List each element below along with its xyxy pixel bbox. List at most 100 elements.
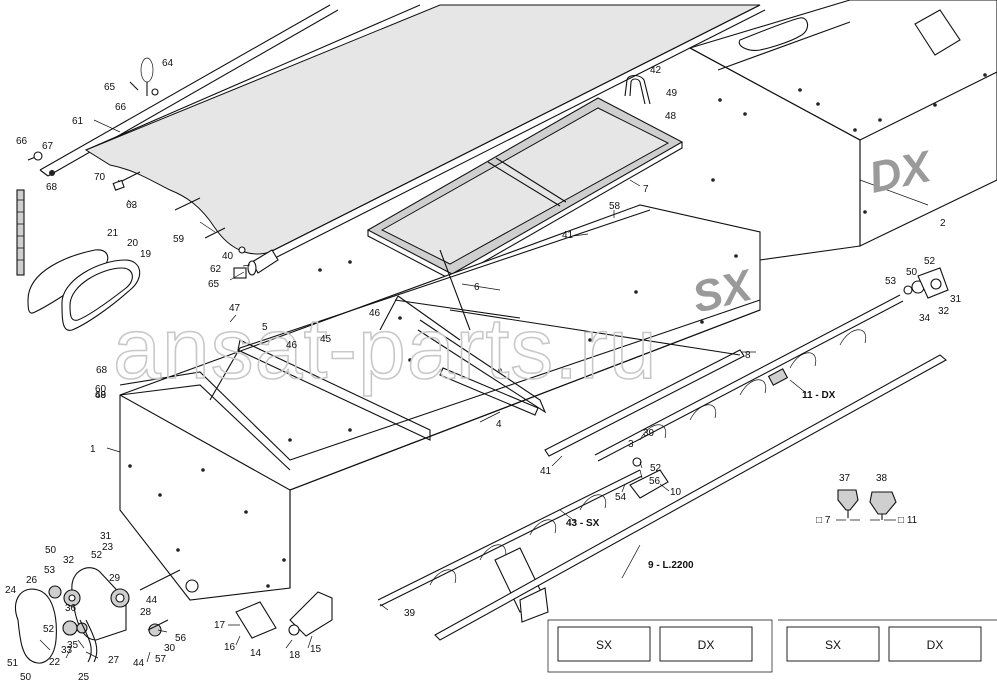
part-label: 59 <box>173 234 185 245</box>
part-label: 50 <box>906 267 918 278</box>
part-label: 23 <box>102 542 114 553</box>
part-label: 16 <box>224 642 236 653</box>
part-label: 64 <box>162 58 174 69</box>
part-label: 44 <box>133 658 145 669</box>
part-label: 42 <box>650 65 662 76</box>
part-label: 22 <box>49 657 61 668</box>
part-label: 45 <box>320 334 332 345</box>
part-label: 56 <box>175 633 187 644</box>
part-label: 11 - DX <box>802 390 836 401</box>
box-dx <box>688 0 997 261</box>
part-label: 44 <box>146 595 158 606</box>
part-label: 67 <box>42 141 54 152</box>
legend-label: DX <box>698 638 715 652</box>
legend: SX DX SX DX <box>547 619 997 673</box>
part-number-labels: 1 2 3 4 5 6 7 8 9 - L.2200 10 11 - DX 14… <box>5 58 962 683</box>
part-label: 56 <box>649 476 661 487</box>
part-label: 68 <box>96 365 108 376</box>
part-label: 18 <box>289 650 301 661</box>
lid-frame <box>366 97 684 281</box>
part-label: 41 <box>540 466 552 477</box>
shaft-9 <box>434 354 947 641</box>
legend-box-dx-2 <box>888 626 982 662</box>
clip-37 <box>836 489 860 521</box>
part-label: 20 <box>127 238 139 249</box>
part-label: 50 <box>20 672 32 683</box>
rod-4 <box>439 367 539 416</box>
part-label: 27 <box>108 655 120 666</box>
part-label: 65 <box>104 82 116 93</box>
part-label: 32 <box>63 555 75 566</box>
part-label: 39 <box>404 608 416 619</box>
part-label: 57 <box>155 654 167 665</box>
bracket-15 <box>289 591 333 637</box>
part-label: 54 <box>615 492 627 503</box>
drive-sprockets <box>48 569 181 663</box>
part-label: 25 <box>78 672 90 683</box>
part-label: 46 <box>369 308 381 319</box>
part-label: 1 <box>90 444 96 455</box>
part-label: 40 <box>222 251 234 262</box>
part-label: 9 - L.2200 <box>648 560 694 571</box>
rod-8 <box>544 349 745 457</box>
tarp-sheet <box>84 4 766 259</box>
strip-70 <box>16 189 25 276</box>
part-label: 53 <box>44 565 56 576</box>
part-label: 4 <box>496 419 502 430</box>
part-label: 46 <box>286 340 298 351</box>
part-label: 26 <box>26 575 38 586</box>
part-label: 5 <box>262 322 268 333</box>
knob-18 <box>288 624 300 636</box>
part-label: 62 <box>210 264 222 275</box>
handle-42 <box>624 74 651 105</box>
part-label: 52 <box>91 550 103 561</box>
legend-label: DX <box>927 638 944 652</box>
part-label: 47 <box>229 303 241 314</box>
part-label: 2 <box>940 218 946 229</box>
part-label: 39 <box>643 428 655 439</box>
part-label: 32 <box>938 306 950 317</box>
plate-14 <box>235 601 277 639</box>
part-label: 52 <box>924 256 936 267</box>
small-pins <box>112 171 247 279</box>
part-label: 17 <box>214 620 226 631</box>
dimension-label-11: □ 11 <box>898 515 918 526</box>
roller-tube <box>247 249 279 276</box>
part-label: 28 <box>140 607 152 618</box>
part-label: 52 <box>650 463 662 474</box>
bracket-10 <box>629 457 669 499</box>
leader-lines <box>39 119 929 663</box>
legend-box-sx-1 <box>557 626 651 662</box>
part-label: 52 <box>43 624 55 635</box>
part-label: 49 <box>666 88 678 99</box>
part-label: 60 <box>95 384 107 395</box>
part-label: 37 <box>839 473 851 484</box>
part-label: 43 - SX <box>566 518 600 529</box>
part-label: 15 <box>310 644 322 655</box>
part-label: 53 <box>885 276 897 287</box>
drive-cover-24 <box>14 588 57 664</box>
legend-box-dx-1 <box>659 626 753 662</box>
part-label: 61 <box>72 116 84 127</box>
part-label: 31 <box>100 531 112 542</box>
cover-end-fittings <box>27 151 55 176</box>
part-label: 50 <box>45 545 57 556</box>
part-label: 31 <box>950 294 962 305</box>
part-label: 36 <box>65 603 77 614</box>
part-label: 8 <box>745 350 751 361</box>
part-label: 24 <box>5 585 17 596</box>
part-label: 30 <box>164 643 176 654</box>
part-label: 41 <box>562 230 574 241</box>
box-sx <box>119 204 761 601</box>
part-label: 51 <box>7 658 19 669</box>
auger-sx <box>377 469 643 623</box>
dx-bearing-group <box>903 267 949 299</box>
part-label: 3 <box>628 439 634 450</box>
legend-label: SX <box>596 638 612 652</box>
part-label: 33 <box>61 645 73 656</box>
hook-63 <box>129 57 159 96</box>
legend-label: SX <box>825 638 841 652</box>
drive-plate-23 <box>71 567 127 641</box>
part-label: 6 <box>474 282 480 293</box>
